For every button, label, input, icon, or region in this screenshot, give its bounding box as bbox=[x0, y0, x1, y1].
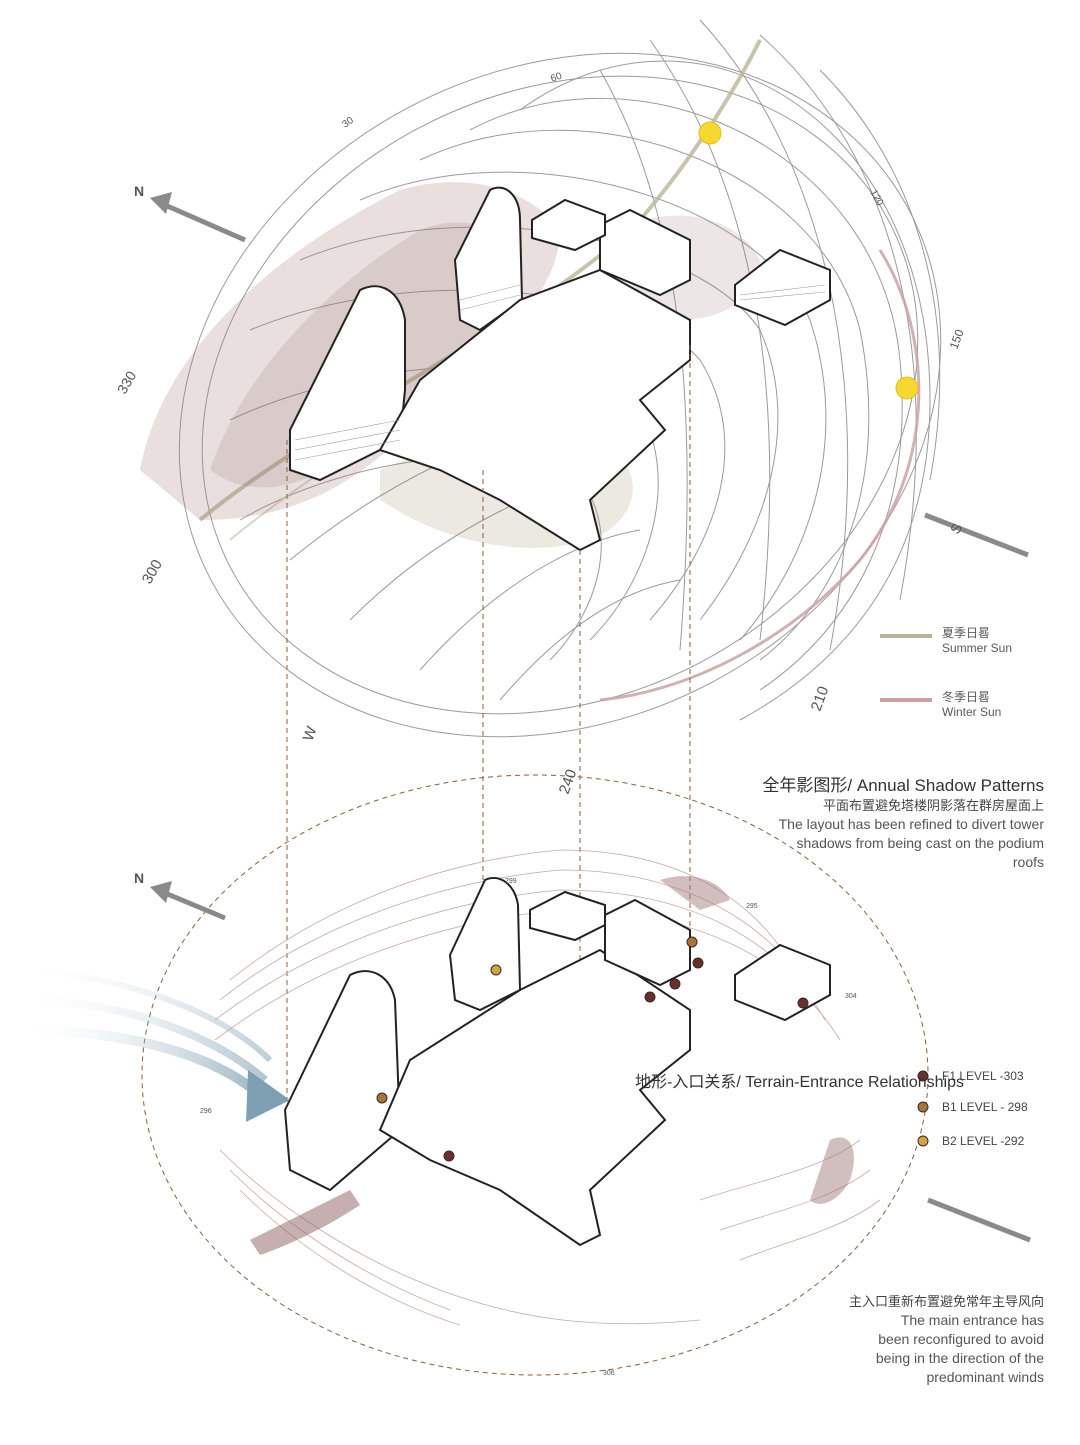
east-arrow-bottom bbox=[927, 1197, 1031, 1243]
entrance-en-line: predominant winds bbox=[926, 1369, 1044, 1385]
shadow-en-line: shadows from being cast on the podium bbox=[796, 835, 1044, 851]
sun-dot bbox=[895, 376, 919, 400]
level-dot-b1 bbox=[917, 1101, 929, 1113]
dome-arc bbox=[299, 226, 779, 621]
legend-winter: 冬季日晷 Winter Sun bbox=[942, 690, 1001, 720]
projection-lines bbox=[286, 345, 691, 1240]
dome-meridian bbox=[759, 34, 917, 601]
shadow-en-line: The layout has been refined to divert to… bbox=[778, 816, 1044, 832]
horizon-ring-inner bbox=[201, 75, 919, 715]
shadow-text-block: 全年影图形/ Annual Shadow Patterns 平面布置避免塔楼阴影… bbox=[762, 775, 1044, 872]
degree-60: 60 bbox=[549, 71, 564, 85]
degree-300: 300 bbox=[139, 557, 166, 587]
degree-330: 330 bbox=[114, 368, 140, 396]
south-label: S bbox=[947, 520, 966, 536]
terrain-shading bbox=[250, 876, 854, 1255]
entrance-en-line: been reconfigured to avoid bbox=[878, 1331, 1044, 1347]
dome-meridian bbox=[819, 69, 941, 481]
block-east-bottom bbox=[734, 943, 831, 1022]
sun-dot bbox=[698, 121, 722, 145]
block-north-bottom bbox=[529, 890, 606, 942]
building-striation-top bbox=[294, 284, 826, 461]
north-label-bottom: N bbox=[134, 870, 144, 886]
legend-summer: 夏季日晷 Summer Sun bbox=[942, 626, 1012, 656]
terrain-number: 299 bbox=[505, 878, 517, 885]
tower-west-bottom bbox=[283, 970, 402, 1192]
legend-summer-cn: 夏季日晷 bbox=[942, 626, 991, 640]
podium bbox=[378, 268, 691, 552]
block-north-east bbox=[599, 208, 691, 297]
building-massing-top bbox=[289, 186, 831, 552]
legend-summer-en: Summer Sun bbox=[942, 641, 1013, 655]
podium-bottom bbox=[378, 948, 691, 1247]
dome-meridian bbox=[499, 579, 681, 701]
shadow-en-line: roofs bbox=[1012, 854, 1044, 870]
entrance-markers bbox=[376, 936, 809, 1162]
north-arrow-bottom bbox=[150, 881, 226, 921]
north-label-top: N bbox=[134, 183, 144, 199]
degree-120: 120 bbox=[867, 188, 885, 208]
dome-meridian bbox=[419, 529, 641, 671]
tower-north-bottom bbox=[448, 877, 522, 1012]
level-label-b2: B2 LEVEL -292 bbox=[942, 1134, 1025, 1148]
entrance-en-line: The main entrance has bbox=[900, 1312, 1044, 1328]
entrance-cn: 主入口重新布置避免常年主导风向 bbox=[848, 1294, 1044, 1309]
degree-30: 30 bbox=[340, 115, 356, 131]
winter-sun-path bbox=[599, 249, 921, 702]
south-arrow bbox=[924, 512, 1029, 558]
shadow-title: 全年影图形/ Annual Shadow Patterns bbox=[762, 776, 1044, 795]
level-dot-b2 bbox=[917, 1135, 929, 1147]
terrain-number: 304 bbox=[845, 993, 857, 1000]
block-east bbox=[734, 248, 831, 327]
degree-240: 240 bbox=[556, 767, 581, 796]
block-north bbox=[531, 198, 606, 252]
terrain-number: 295 bbox=[746, 903, 758, 910]
degree-210: 210 bbox=[808, 684, 833, 713]
legend-winter-en: Winter Sun bbox=[942, 705, 1002, 719]
degree-150: 150 bbox=[947, 327, 967, 351]
west-label: W bbox=[300, 723, 321, 743]
level-dot-f1 bbox=[917, 1070, 929, 1082]
block-north-east-bottom bbox=[604, 898, 691, 987]
horizon-ring-outer bbox=[178, 52, 942, 738]
entrance-en-line: being in the direction of the bbox=[875, 1350, 1044, 1366]
legend-winter-cn: 冬季日晷 bbox=[942, 690, 991, 704]
dome-arc bbox=[469, 97, 903, 691]
bottom-title: 地形-入口关系/ Terrain-Entrance Relationships bbox=[635, 1074, 964, 1091]
entrance-text-block: 主入口重新布置避免常年主导风向 The main entrance has be… bbox=[849, 1293, 1044, 1387]
dome-arc bbox=[519, 60, 931, 721]
building-massing-bottom bbox=[283, 877, 831, 1247]
terrain-number: 296 bbox=[200, 1108, 212, 1115]
shadow-cn: 平面布置避免塔楼阴影落在群房屋面上 bbox=[822, 798, 1044, 813]
wind-arrows bbox=[19, 967, 290, 1122]
level-label-b1: B1 LEVEL - 298 bbox=[942, 1100, 1028, 1114]
terrain-number: 306 bbox=[603, 1370, 615, 1377]
north-arrow-top bbox=[150, 192, 247, 243]
level-label-f1: F1 LEVEL -303 bbox=[942, 1069, 1024, 1083]
dome-arc bbox=[419, 129, 870, 661]
